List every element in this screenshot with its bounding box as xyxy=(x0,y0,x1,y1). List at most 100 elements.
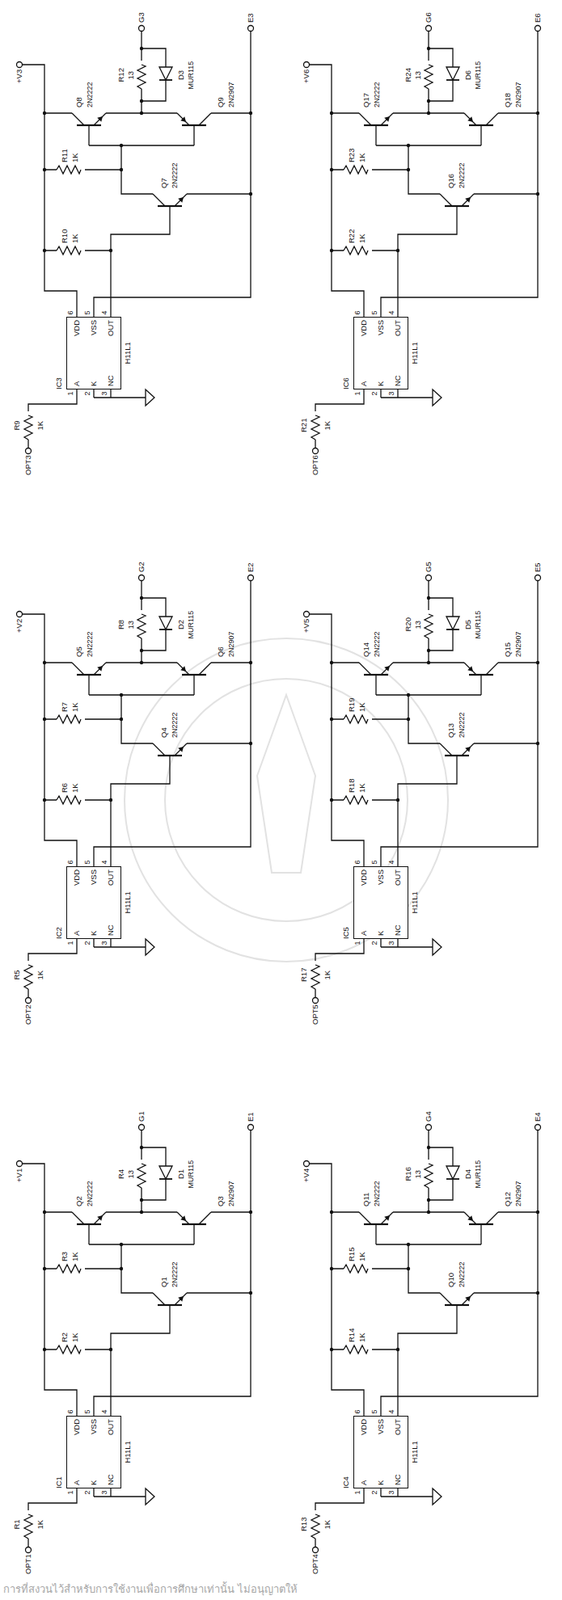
supply-name: +V6 xyxy=(302,69,311,84)
component-ref: D2 xyxy=(177,620,186,630)
pin-label: NC xyxy=(393,1474,402,1487)
pin-label: VDD xyxy=(359,1419,368,1437)
terminal-name: E2 xyxy=(246,562,255,573)
part-number: 2N2907 xyxy=(228,1181,236,1208)
signal-name: OPT3 xyxy=(24,455,33,476)
pin-number: 1 xyxy=(67,941,75,946)
pin-number: 3 xyxy=(101,941,109,946)
pin-number: 1 xyxy=(354,1491,362,1496)
terminal-name: G4 xyxy=(424,1111,433,1123)
driver-circuit xyxy=(16,25,254,455)
component-ref: R17 xyxy=(300,968,309,983)
pin-label: OUT xyxy=(393,320,402,337)
pin-number: 6 xyxy=(67,1410,75,1415)
pin-number: 3 xyxy=(388,391,396,396)
part-number: 2N2222 xyxy=(86,1181,94,1208)
driver-circuit xyxy=(16,575,254,1005)
pin-number: 1 xyxy=(67,391,75,396)
component-ref: D4 xyxy=(464,1170,473,1180)
component-ref: Q15 xyxy=(503,642,512,658)
component-ref: Q13 xyxy=(447,723,456,739)
component-ref: Q7 xyxy=(160,177,169,189)
part-number: MUR115 xyxy=(187,611,195,640)
pin-label: A xyxy=(359,1481,368,1487)
component-value: 13 xyxy=(414,71,423,81)
component-ref: R2 xyxy=(60,1333,69,1344)
pin-number: 1 xyxy=(67,1491,75,1496)
pin-label: NC xyxy=(106,1474,115,1487)
component-value: 13 xyxy=(126,71,136,81)
component-ref: Q2 xyxy=(75,1196,84,1208)
pin-number: 6 xyxy=(67,310,75,315)
component-value: 1K xyxy=(36,421,45,432)
ic-name: IC5 xyxy=(342,927,351,940)
pin-number: 6 xyxy=(354,310,362,315)
component-value: 1K xyxy=(358,1252,367,1263)
component-ref: R24 xyxy=(404,67,413,82)
pin-label: K xyxy=(376,1481,385,1487)
optocoupler-ic: IC1AKNCVDDVSSOUTH11L1 xyxy=(53,1416,135,1490)
terminal-name: G2 xyxy=(137,562,146,573)
terminal-name: E6 xyxy=(533,12,542,23)
component-ref: Q17 xyxy=(362,92,371,108)
optocoupler-ic: IC5AKNCVDDVSSOUTH11L1 xyxy=(340,866,422,940)
component-value: 1K xyxy=(358,783,367,794)
optocoupler-ic: IC6AKNCVDDVSSOUTH11L1 xyxy=(340,316,422,390)
pin-number: 2 xyxy=(371,941,379,946)
pin-label: VDD xyxy=(359,320,368,337)
terminal-name: E5 xyxy=(533,562,542,573)
signal-name: OPT4 xyxy=(311,1555,320,1576)
ic-name: IC6 xyxy=(342,377,351,390)
part-number: H11L1 xyxy=(410,1441,419,1464)
part-number: H11L1 xyxy=(123,1441,132,1464)
component-ref: Q5 xyxy=(75,646,84,658)
optocoupler-ic: IC3AKNCVDDVSSOUTH11L1 xyxy=(53,316,135,390)
component-ref: R9 xyxy=(12,420,22,431)
pin-label: NC xyxy=(106,375,115,387)
pin-label: VSS xyxy=(89,1419,98,1436)
supply-name: +V4 xyxy=(302,1169,311,1184)
pin-label: NC xyxy=(393,925,402,937)
part-number: 2N2222 xyxy=(458,162,466,189)
pin-label: OUT xyxy=(393,870,402,887)
pin-number: 5 xyxy=(371,1410,379,1415)
part-number: H11L1 xyxy=(410,342,419,364)
pin-label: K xyxy=(89,381,98,387)
pin-label: K xyxy=(89,1481,98,1487)
signal-name: OPT6 xyxy=(311,455,320,476)
part-number: 2N2222 xyxy=(373,631,381,658)
pin-label: A xyxy=(359,381,368,387)
pin-number: 5 xyxy=(84,310,92,315)
component-ref: R20 xyxy=(404,617,413,632)
component-ref: R15 xyxy=(347,1248,356,1263)
pin-number: 3 xyxy=(388,941,396,946)
pin-number: 4 xyxy=(101,1410,109,1415)
component-value: 1K xyxy=(36,971,45,981)
supply-name: +V1 xyxy=(15,1169,24,1184)
driver-circuit xyxy=(16,1125,254,1555)
pin-label: VSS xyxy=(376,320,385,336)
component-ref: Q14 xyxy=(362,642,371,658)
terminal-name: G6 xyxy=(424,12,433,23)
component-value: 13 xyxy=(126,1170,136,1180)
terminal-name: E4 xyxy=(533,1112,542,1123)
optocoupler-ic: IC2AKNCVDDVSSOUTH11L1 xyxy=(53,866,135,940)
component-ref: R11 xyxy=(60,148,69,163)
pin-label: A xyxy=(359,931,368,937)
component-ref: Q18 xyxy=(503,92,512,108)
pin-label: VDD xyxy=(72,1419,81,1437)
pin-number: 5 xyxy=(84,860,92,865)
terminal-name: E1 xyxy=(246,1112,255,1123)
component-value: 1K xyxy=(358,702,367,713)
component-ref: R12 xyxy=(117,67,126,82)
part-number: 2N2222 xyxy=(373,81,381,108)
supply-name: +V5 xyxy=(302,619,311,634)
terminal-name: G5 xyxy=(424,562,433,573)
part-number: H11L1 xyxy=(410,891,419,914)
driver-circuits xyxy=(16,25,541,1555)
pin-label: K xyxy=(89,931,98,937)
pin-number: 2 xyxy=(371,391,379,396)
